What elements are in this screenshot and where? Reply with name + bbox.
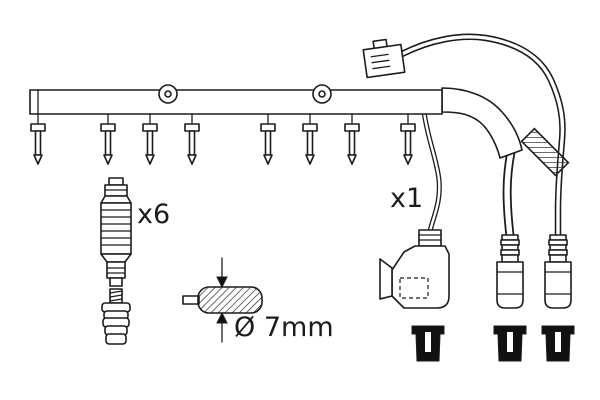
cable-sleeve — [520, 127, 570, 177]
spark-plug-connector-x6 — [100, 177, 132, 287]
rubber-boot — [493, 325, 527, 362]
cylindrical-connector — [544, 234, 572, 309]
cylindrical-connector — [496, 234, 524, 309]
rail-mount-grommet — [312, 84, 332, 104]
spark-plug-lead-drop — [184, 113, 200, 165]
spark-plug-lead-drop — [302, 113, 318, 165]
diameter-arrows — [216, 257, 228, 343]
connector-boot-small — [101, 288, 131, 345]
spark-plug-lead-drop — [30, 113, 46, 165]
label-x6: x6 — [137, 199, 170, 230]
label-x1: x1 — [390, 183, 423, 214]
cable-rail — [29, 87, 523, 159]
label-diameter: Ø 7mm — [234, 312, 334, 343]
din-diagnostic-plug — [362, 38, 406, 79]
x1-connector-cable — [421, 109, 442, 234]
rubber-boot — [541, 325, 575, 362]
arrow-down-icon — [216, 257, 228, 289]
rail-output-cable — [502, 147, 516, 241]
spark-plug-lead-drop — [344, 113, 360, 165]
spark-plug-lead-drop — [142, 113, 158, 165]
spark-plug-lead-drop — [400, 113, 416, 165]
rail-mount-grommet — [158, 84, 178, 104]
rail-elbow — [441, 87, 523, 159]
cable-cross-section — [182, 286, 263, 314]
arrow-up-icon — [216, 311, 228, 343]
angled-connector-x1 — [379, 229, 450, 309]
rubber-boot — [411, 325, 445, 362]
spark-plug-lead-drop — [260, 113, 276, 165]
spark-plug-lead-drop — [100, 113, 116, 165]
